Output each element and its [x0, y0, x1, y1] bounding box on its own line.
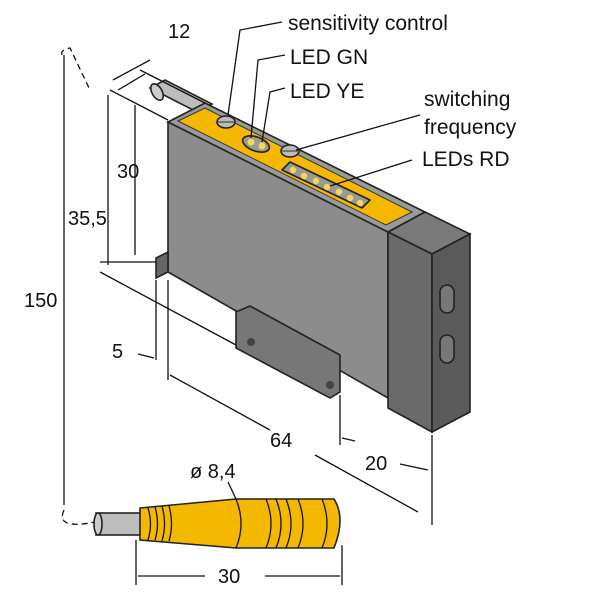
sensitivity-potentiometer: [216, 115, 236, 129]
switching-frequency-potentiometer: [280, 144, 300, 158]
mounting-rail: [235, 305, 341, 399]
leds-rd-strip: [281, 161, 371, 209]
label-led-ye: LED YE: [290, 80, 364, 103]
led-gn: [247, 138, 255, 146]
dim-150: 150: [24, 290, 57, 312]
mounting-foot-left: [155, 250, 169, 280]
dim-30-height: 30: [117, 161, 139, 183]
dim-5: 5: [112, 341, 123, 363]
label-frequency: frequency: [424, 116, 517, 139]
cable-stub: [148, 79, 214, 113]
optic-port-upper: [439, 284, 455, 314]
leader-lines: [227, 21, 421, 187]
label-led-gn: LED GN: [290, 46, 368, 69]
led-ye: [258, 142, 266, 150]
end-cap-front: [387, 230, 433, 434]
cable-connector: [93, 481, 341, 549]
dim-diameter: ø 8,4: [190, 461, 236, 483]
dim-35-5: 35,5: [68, 208, 107, 230]
optic-port-lower: [439, 334, 455, 364]
end-cap-side: [431, 232, 471, 434]
dim-64: 64: [270, 430, 292, 452]
label-leds-rd: LEDs RD: [422, 148, 510, 171]
label-switching: switching: [424, 88, 510, 111]
dim-20: 20: [365, 453, 387, 475]
dim-connector-30: 30: [218, 566, 240, 588]
dimension-lines: [61, 47, 433, 585]
dim-12: 12: [168, 21, 190, 43]
label-sensitivity-control: sensitivity control: [288, 12, 448, 35]
